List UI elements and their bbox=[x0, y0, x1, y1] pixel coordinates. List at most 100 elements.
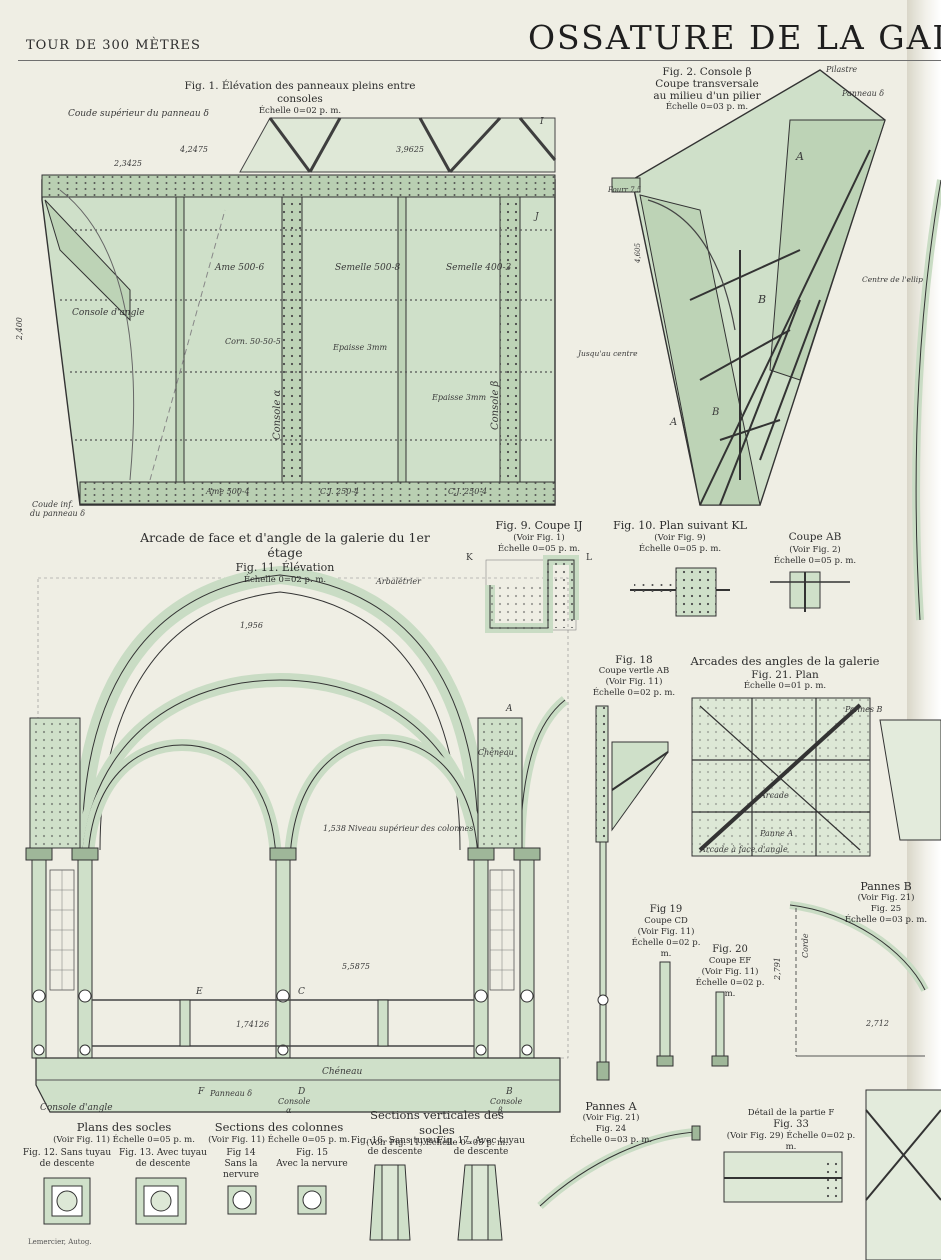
fig11-arcade-elevation: Chéneau Console d'angle Panneau δ Consol… bbox=[25, 565, 569, 1115]
svg-text:Epaisse 3mm: Epaisse 3mm bbox=[332, 343, 387, 352]
fig24-title: Fig. 24 bbox=[595, 1124, 627, 1134]
fig9-title: Fig. 9. Coupe IJ bbox=[495, 519, 583, 532]
fig11-heading: Arcade de face et d'angle de la galerie … bbox=[140, 530, 430, 560]
coupe-ab-scale: Échelle 0=05 p. m. bbox=[773, 556, 857, 566]
svg-text:Semelle 400-3: Semelle 400-3 bbox=[446, 263, 512, 273]
svg-text:K: K bbox=[466, 553, 473, 563]
svg-text:Panne A: Panne A bbox=[759, 829, 793, 838]
fig24-pannes-a bbox=[537, 1125, 701, 1209]
fig19-scale: Échelle 0=02 p. m. bbox=[631, 938, 701, 959]
fig11-caption: Arcade de face et d'angle de la galerie … bbox=[130, 530, 440, 586]
fig33-detail-f bbox=[723, 1089, 941, 1260]
fig2-title: Fig. 2. Console β bbox=[662, 66, 752, 78]
svg-text:2,3425: 2,3425 bbox=[113, 159, 142, 168]
fig18-vertical-section bbox=[595, 705, 669, 1081]
socles-ref: (Voir Fig. 11) Échelle 0=05 p. m. bbox=[53, 1135, 195, 1145]
fig1-panel-elevation: Console d'angle Coude supérieur du panne… bbox=[15, 108, 557, 518]
fig20-ref: (Voir Fig. 11) bbox=[701, 967, 759, 977]
fig2-line2: Coupe transversale bbox=[655, 78, 759, 90]
fig14-caption: Fig 14 Sans la nervure bbox=[206, 1148, 276, 1181]
svg-text:Arcade: Arcade bbox=[759, 791, 789, 800]
fig11-scale: Échelle 0=02 p. m. bbox=[243, 575, 327, 585]
fig10-ref: (Voir Fig. 9) bbox=[654, 533, 706, 543]
fig10-caption: Fig. 10. Plan suivant KL (Voir Fig. 9) É… bbox=[612, 518, 748, 555]
svg-text:2,712: 2,712 bbox=[865, 1019, 889, 1028]
fig13-caption: Fig. 13. Avec tuyau de descente bbox=[116, 1148, 210, 1170]
svg-text:α: α bbox=[286, 1106, 292, 1115]
socles-caption: Plans des socles (Voir Fig. 11) Échelle … bbox=[24, 1120, 224, 1146]
svg-text:B: B bbox=[711, 407, 719, 418]
fig12-caption: Fig. 12. Sans tuyau de descente bbox=[22, 1148, 112, 1170]
fig19-caption: Fig 19 Coupe CD (Voir Fig. 11) Échelle 0… bbox=[626, 904, 706, 960]
svg-text:Pannes B: Pannes B bbox=[844, 705, 882, 714]
fig25-heading: Pannes B bbox=[860, 880, 912, 893]
fig14-title: Fig 14 bbox=[226, 1148, 256, 1158]
right-edge-partial-figures bbox=[879, 179, 941, 841]
svg-text:Console α: Console α bbox=[272, 389, 283, 440]
svg-text:Centre de l'ellipse: Centre de l'ellipse bbox=[862, 275, 932, 284]
svg-text:J: J bbox=[533, 212, 540, 222]
svg-text:F: F bbox=[197, 1087, 205, 1097]
fig25-pannes-b: 2,791 2,712 Corde bbox=[773, 901, 929, 1057]
svg-text:Coude inf.: Coude inf. bbox=[32, 500, 73, 509]
plate-title: OSSATURE DE LA GALERIE DU bbox=[528, 18, 941, 57]
fig24-caption: Pannes A (Voir Fig. 21) Fig. 24 Échelle … bbox=[556, 1100, 666, 1146]
svg-text:Console d'angle: Console d'angle bbox=[72, 308, 145, 318]
fig20-line2: Coupe EF bbox=[708, 956, 752, 966]
fig17-line2: de descente bbox=[453, 1147, 509, 1157]
svg-text:Console: Console bbox=[490, 1097, 523, 1106]
fig13-line2: de descente bbox=[135, 1159, 191, 1169]
header-rule bbox=[18, 60, 941, 61]
fig21-corner-plan: Arcade Arcade à face d'angle Panne A Pan… bbox=[691, 697, 882, 857]
fig13-title: Fig. 13. Avec tuyau bbox=[119, 1148, 207, 1158]
fig11-title: Fig. 11. Élévation bbox=[235, 561, 335, 574]
svg-text:Arcade à face d'angle: Arcade à face d'angle bbox=[699, 845, 788, 854]
fig1-title: Fig. 1. Élévation des panneaux pleins en… bbox=[184, 80, 416, 105]
fig25-ref: (Voir Fig. 21) bbox=[857, 893, 915, 903]
svg-text:3,9625: 3,9625 bbox=[396, 145, 424, 154]
fig19-line2: Coupe CD bbox=[644, 916, 688, 926]
coupe-ab-ref: (Voir Fig. 2) bbox=[789, 545, 841, 555]
svg-text:B: B bbox=[757, 293, 766, 306]
svg-text:A: A bbox=[795, 150, 804, 163]
svg-text:A: A bbox=[505, 704, 513, 714]
fig16-line2: de descente bbox=[367, 1147, 423, 1157]
fig24-ref: (Voir Fig. 21) bbox=[582, 1113, 640, 1123]
svg-text:Corn. 50-50-5: Corn. 50-50-5 bbox=[225, 337, 281, 346]
socles-heading: Plans des socles bbox=[76, 1120, 172, 1134]
fig1-scale: Échelle 0=02 p. m. bbox=[258, 106, 342, 116]
series-header: TOUR DE 300 MÈTRES bbox=[26, 38, 201, 53]
coupe-ab-caption: Coupe AB (Voir Fig. 2) Échelle 0=05 p. m… bbox=[770, 530, 860, 567]
svg-text:C: C bbox=[298, 987, 305, 997]
fig17-title: Fig. 17. Avec tuyau bbox=[437, 1136, 525, 1146]
fig2-caption: Fig. 2. Console β Coupe transversale au … bbox=[642, 66, 772, 113]
fig9-scale: Échelle 0=05 p. m. bbox=[497, 544, 581, 554]
fig20-caption: Fig. 20 Coupe EF (Voir Fig. 11) Échelle … bbox=[690, 944, 770, 1000]
fig19-title: Fig 19 bbox=[649, 904, 683, 915]
fig33-ref: (Voir Fig. 29) Échelle 0=02 p. m. bbox=[726, 1131, 856, 1152]
coupe-ab-title: Coupe AB bbox=[788, 531, 842, 543]
fig33-heading: Détail de la partie F bbox=[747, 1108, 835, 1118]
fig19-fig20-sections bbox=[656, 961, 729, 1067]
fig15-title: Fig. 15 bbox=[295, 1148, 329, 1158]
svg-text:Epaisse 3mm: Epaisse 3mm bbox=[431, 393, 486, 402]
svg-text:Pilastre: Pilastre bbox=[825, 65, 857, 74]
svg-text:D: D bbox=[297, 1087, 305, 1097]
fig2-line3: au milieu d'un pilier bbox=[653, 90, 761, 102]
svg-text:Jusqu'au centre: Jusqu'au centre bbox=[576, 349, 638, 358]
fig17-caption: Fig. 17. Avec tuyau de descente bbox=[436, 1136, 526, 1158]
svg-text:Panneau δ: Panneau δ bbox=[209, 1089, 252, 1098]
svg-text:Ame 500-6: Ame 500-6 bbox=[214, 263, 264, 273]
svg-text:Ame 500-4: Ame 500-4 bbox=[205, 487, 250, 496]
fig12-title: Fig. 12. Sans tuyau bbox=[22, 1148, 112, 1158]
fig12-line2: de descente bbox=[39, 1159, 95, 1169]
svg-text:1,538: 1,538 bbox=[323, 824, 346, 833]
fig1-caption: Fig. 1. Élévation des panneaux pleins en… bbox=[170, 80, 430, 117]
fig2-console-section: A B A B Centre de l'ellipse Jusqu'au cen… bbox=[576, 65, 932, 506]
svg-text:Niveau supérieur des colonnes: Niveau supérieur des colonnes bbox=[347, 824, 473, 833]
svg-text:Console: Console bbox=[278, 1097, 311, 1106]
fig33-caption: Détail de la partie F Fig. 33 (Voir Fig.… bbox=[726, 1108, 856, 1153]
svg-text:Panneau δ: Panneau δ bbox=[841, 89, 884, 98]
svg-text:Console β: Console β bbox=[490, 380, 501, 430]
svg-text:Chéneau: Chéneau bbox=[322, 1066, 362, 1077]
